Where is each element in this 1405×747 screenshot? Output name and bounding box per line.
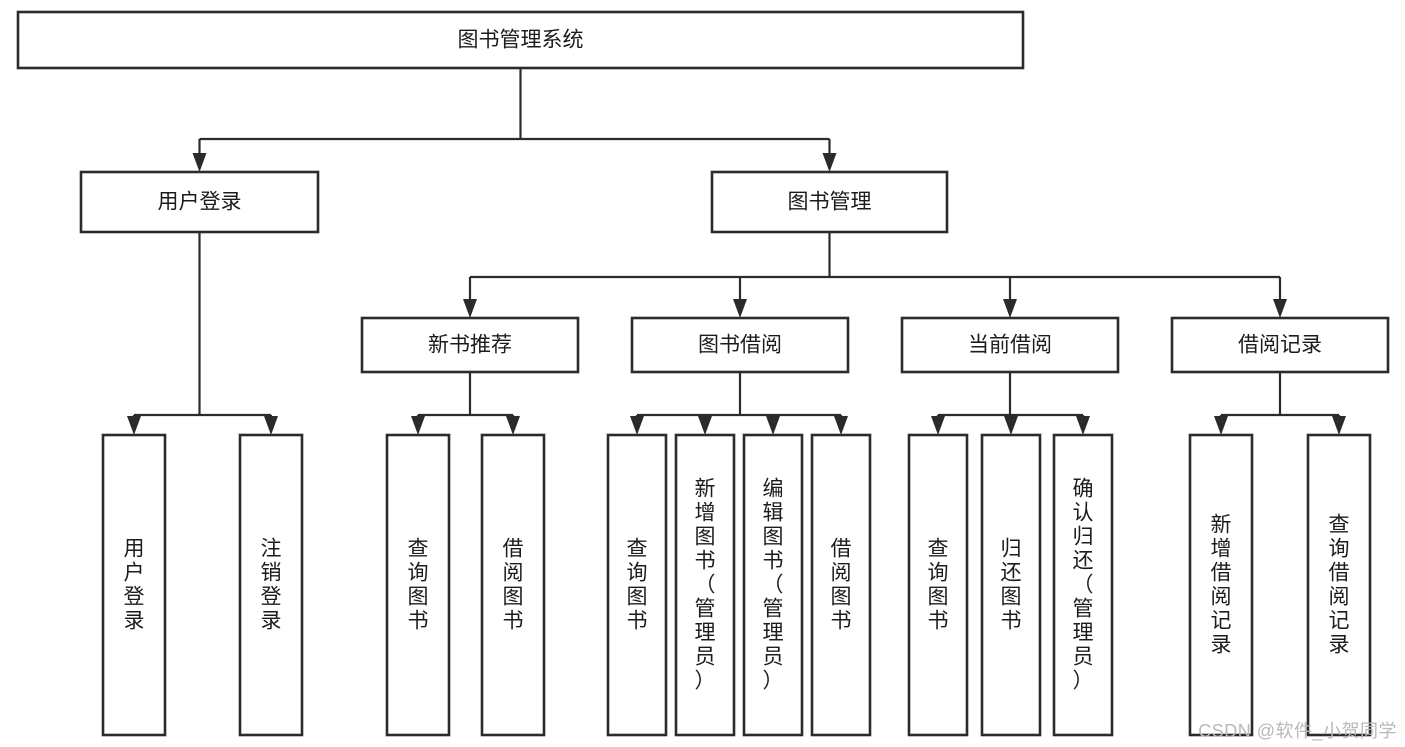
node-root[interactable]: 图书管理系统 [16,10,1025,70]
node-leaf-user-login-label: 用户登录 [124,538,145,633]
node-leaf-borrow-book-2[interactable]: 借阅图书 [810,433,872,737]
node-leaf-query-book-2-rect [606,433,668,737]
node-leaf-query-borrow-record-label: 查询借阅记录 [1329,514,1350,657]
node-borrow-record[interactable]: 借阅记录 [1170,316,1390,374]
arrow-head-icon [1004,416,1018,435]
node-leaf-query-borrow-record-rect [1306,433,1372,737]
node-leaf-add-borrow-record-rect [1188,433,1254,737]
arrow-head-icon [1273,299,1287,318]
node-leaf-return-book[interactable]: 归还图书 [980,433,1042,737]
node-leaf-query-book-3-rect [907,433,969,737]
arrow-head-icon [733,299,747,318]
node-book-manage-label: 图书管理 [788,191,872,214]
arrow-head-icon [1214,416,1228,435]
node-borrow-record-label: 借阅记录 [1238,334,1322,357]
node-new-book-recommend-label: 新书推荐 [428,334,512,357]
node-leaf-query-book-2[interactable]: 查询图书 [606,433,668,737]
node-borrow-record-rect [1170,316,1390,374]
node-current-borrow-label: 当前借阅 [968,334,1052,357]
node-leaf-user-login[interactable]: 用户登录 [101,433,167,737]
node-user-login-rect [79,170,320,234]
node-book-borrow[interactable]: 图书借阅 [630,316,850,374]
node-leaf-confirm-return-rect [1052,433,1114,737]
node-leaf-add-book[interactable]: 新增图书（管理员） [674,433,736,737]
arrow-head-icon [834,416,848,435]
node-leaf-edit-book-rect [742,433,804,737]
node-leaf-query-book-1[interactable]: 查询图书 [385,433,451,737]
node-leaf-query-book-1-label: 查询图书 [408,538,429,633]
arrow-head-icon [1076,416,1090,435]
node-leaf-query-book-3[interactable]: 查询图书 [907,433,969,737]
node-leaf-user-login-rect [101,433,167,737]
node-leaf-borrow-book-2-label: 借阅图书 [831,538,852,633]
node-book-manage-rect [710,170,949,234]
arrow-head-icon [630,416,644,435]
node-user-login-label: 用户登录 [158,191,242,214]
node-leaf-borrow-book-1-label: 借阅图书 [503,538,524,633]
node-leaf-logout-login[interactable]: 注销登录 [238,433,304,737]
node-leaf-return-book-rect [980,433,1042,737]
node-leaf-confirm-return-label: 确认归还（管理员） [1073,478,1094,693]
node-new-book-recommend[interactable]: 新书推荐 [360,316,580,374]
node-leaf-logout-login-rect [238,433,304,737]
node-leaf-add-borrow-record[interactable]: 新增借阅记录 [1188,433,1254,737]
arrow-head-icon [411,416,425,435]
node-leaf-query-book-2-label: 查询图书 [627,538,648,633]
node-leaf-add-book-rect [674,433,736,737]
node-leaf-edit-book[interactable]: 编辑图书（管理员） [742,433,804,737]
node-book-borrow-label: 图书借阅 [698,334,782,357]
node-leaf-edit-book-label: 编辑图书（管理员） [763,478,784,693]
node-leaf-add-book-label: 新增图书（管理员） [695,478,716,693]
node-leaf-return-book-label: 归还图书 [1001,538,1022,633]
node-book-manage[interactable]: 图书管理 [710,170,949,234]
arrow-head-icon [1332,416,1346,435]
arrow-head-icon [264,416,278,435]
node-user-login[interactable]: 用户登录 [79,170,320,234]
node-leaf-borrow-book-2-rect [810,433,872,737]
node-layer: 图书管理系统用户登录图书管理新书推荐图书借阅当前借阅借阅记录用户登录注销登录查询… [16,10,1390,737]
arrow-head-icon [766,416,780,435]
arrow-head-icon [192,153,207,172]
node-book-borrow-rect [630,316,850,374]
node-leaf-logout-login-label: 注销登录 [261,538,282,633]
node-new-book-recommend-rect [360,316,580,374]
node-leaf-query-book-1-rect [385,433,451,737]
arrow-head-icon [127,416,141,435]
node-leaf-borrow-book-1[interactable]: 借阅图书 [480,433,546,737]
arrow-head-icon [506,416,520,435]
arrow-head-icon [463,299,477,318]
node-leaf-query-borrow-record[interactable]: 查询借阅记录 [1306,433,1372,737]
arrow-head-icon [822,153,837,172]
node-root-label: 图书管理系统 [458,29,584,52]
node-current-borrow[interactable]: 当前借阅 [900,316,1120,374]
arrow-head-icon [1003,299,1017,318]
node-leaf-confirm-return[interactable]: 确认归还（管理员） [1052,433,1114,737]
arrow-head-icon [931,416,945,435]
node-leaf-add-borrow-record-label: 新增借阅记录 [1211,514,1232,657]
node-leaf-query-book-3-label: 查询图书 [928,538,949,633]
csdn-watermark: CSDN @软件_小贺同学 [1198,721,1397,741]
node-leaf-borrow-book-1-rect [480,433,546,737]
node-current-borrow-rect [900,316,1120,374]
arrow-head-icon [698,416,712,435]
connector-layer [127,68,1346,435]
node-root-rect [16,10,1025,70]
